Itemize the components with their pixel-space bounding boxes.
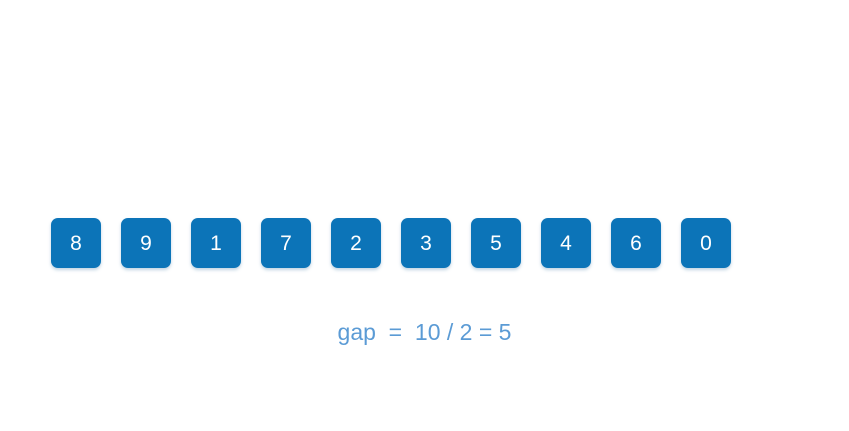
array-cell: 8 (51, 218, 101, 268)
array-cell-value: 4 (560, 231, 572, 255)
array-cell-row: 8 9 1 7 2 3 5 4 6 0 (51, 218, 731, 268)
array-cell-value: 6 (630, 231, 642, 255)
array-cell-value: 1 (210, 231, 222, 255)
array-cell-value: 0 (700, 231, 712, 255)
array-cell-value: 7 (280, 231, 292, 255)
array-cell: 3 (401, 218, 451, 268)
array-cell: 9 (121, 218, 171, 268)
array-cell: 6 (611, 218, 661, 268)
array-cell: 2 (331, 218, 381, 268)
gap-formula-caption: gap = 10 / 2 = 5 (337, 319, 512, 345)
array-cell-value: 8 (70, 231, 82, 255)
array-cell: 5 (471, 218, 521, 268)
array-cell: 0 (681, 218, 731, 268)
array-cell: 1 (191, 218, 241, 268)
array-cell-value: 9 (140, 231, 152, 255)
array-cell-value: 3 (420, 231, 432, 255)
array-cell: 7 (261, 218, 311, 268)
array-cell: 4 (541, 218, 591, 268)
array-cell-value: 5 (490, 231, 502, 255)
array-cell-value: 2 (350, 231, 362, 255)
